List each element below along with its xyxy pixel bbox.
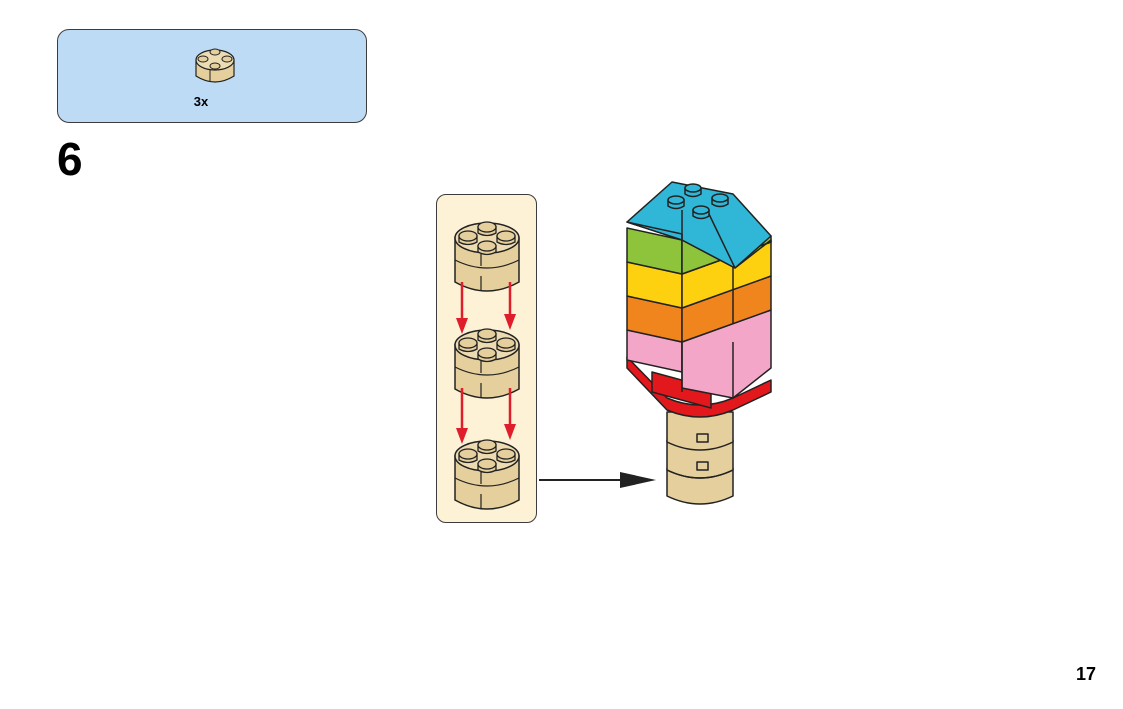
part-quantity: 3x xyxy=(193,94,209,109)
tan-2x2-round-brick-icon xyxy=(454,439,520,510)
red-assembly-arrows xyxy=(456,282,516,444)
tan-2x2-round-brick-icon xyxy=(454,328,520,399)
page-number: 17 xyxy=(1075,664,1097,684)
parts-list-panel: 3x xyxy=(57,29,367,123)
parts-list-item: 3x xyxy=(190,42,240,112)
attach-arrow xyxy=(539,472,656,488)
step-number: 6 xyxy=(57,133,83,185)
tan-2x2-round-brick-icon xyxy=(454,221,520,292)
rainbow-tower-model xyxy=(626,181,772,505)
tan-2x2-round-brick-icon xyxy=(195,48,235,83)
